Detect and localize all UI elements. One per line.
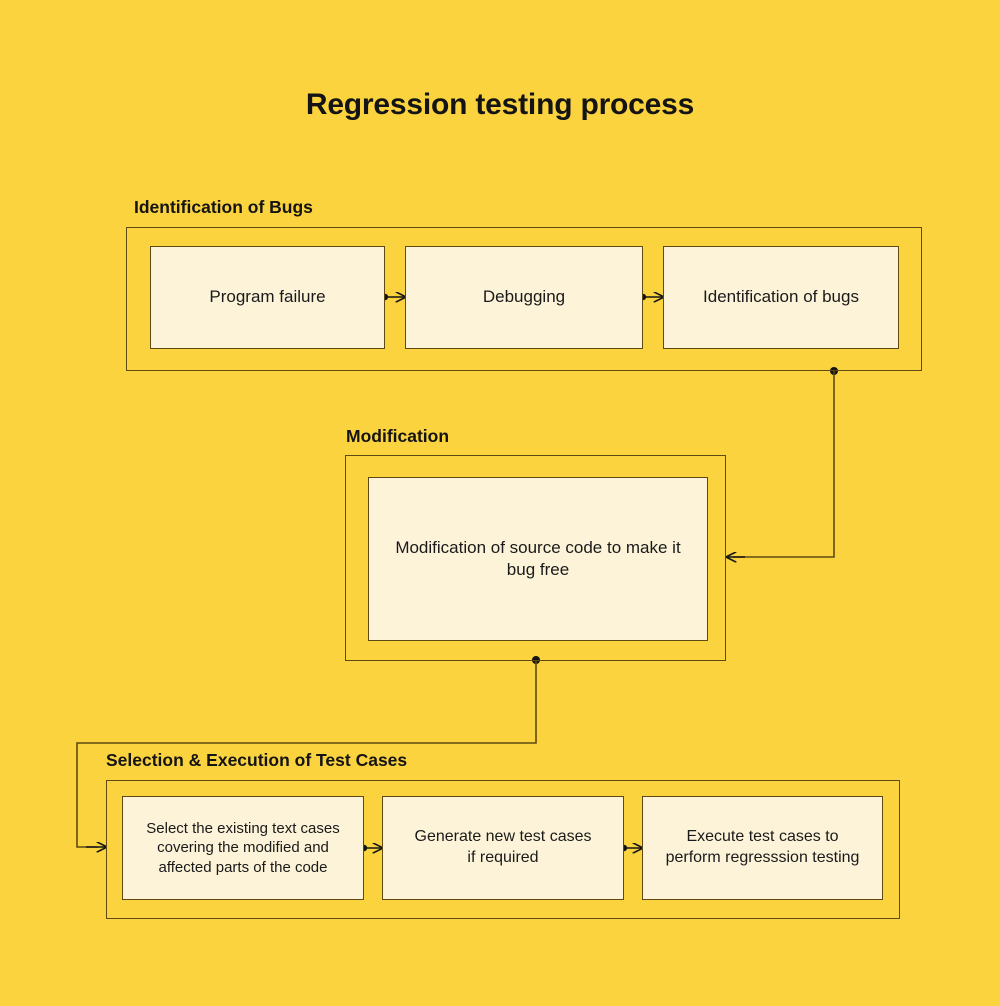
node-label-modification-of-source-code: Modification of source code to make it b… <box>395 537 681 579</box>
group-modification <box>345 455 726 661</box>
node-label-select-existing-test-cases: Select the existing text cases covering … <box>146 820 340 876</box>
node-identification-of-bugs[interactable]: Identification of bugs <box>663 246 899 349</box>
node-select-existing-test-cases[interactable]: Select the existing text cases covering … <box>122 796 364 900</box>
page-title: Regression testing process <box>305 88 695 121</box>
node-label-debugging: Debugging <box>482 287 566 307</box>
node-label-generate-new-test-cases: Generate new test cases if required <box>414 828 592 866</box>
node-generate-new-test-cases[interactable]: Generate new test cases if required <box>382 796 624 900</box>
node-label-execute-test-cases: Execute test cases to perform regresssio… <box>665 828 860 866</box>
group-identification-of-bugs <box>126 227 922 371</box>
node-label-program-failure: Program failure <box>209 287 326 307</box>
node-debugging[interactable]: Debugging <box>405 246 643 349</box>
connector-bugs-group-to-modification-group <box>727 367 838 557</box>
group-label-modification: Modification <box>344 425 454 447</box>
node-execute-test-cases[interactable]: Execute test cases to perform regresssio… <box>642 796 883 900</box>
group-label-identification-of-bugs: Identification of Bugs <box>132 196 317 218</box>
node-label-identification-of-bugs: Identification of bugs <box>703 287 859 307</box>
group-selection-execution-of-test-cases <box>106 780 900 919</box>
node-program-failure[interactable]: Program failure <box>150 246 385 349</box>
group-label-selection-execution-of-test-cases: Selection & Execution of Test Cases <box>104 749 412 771</box>
node-modification-of-source-code[interactable]: Modification of source code to make it b… <box>368 477 708 641</box>
